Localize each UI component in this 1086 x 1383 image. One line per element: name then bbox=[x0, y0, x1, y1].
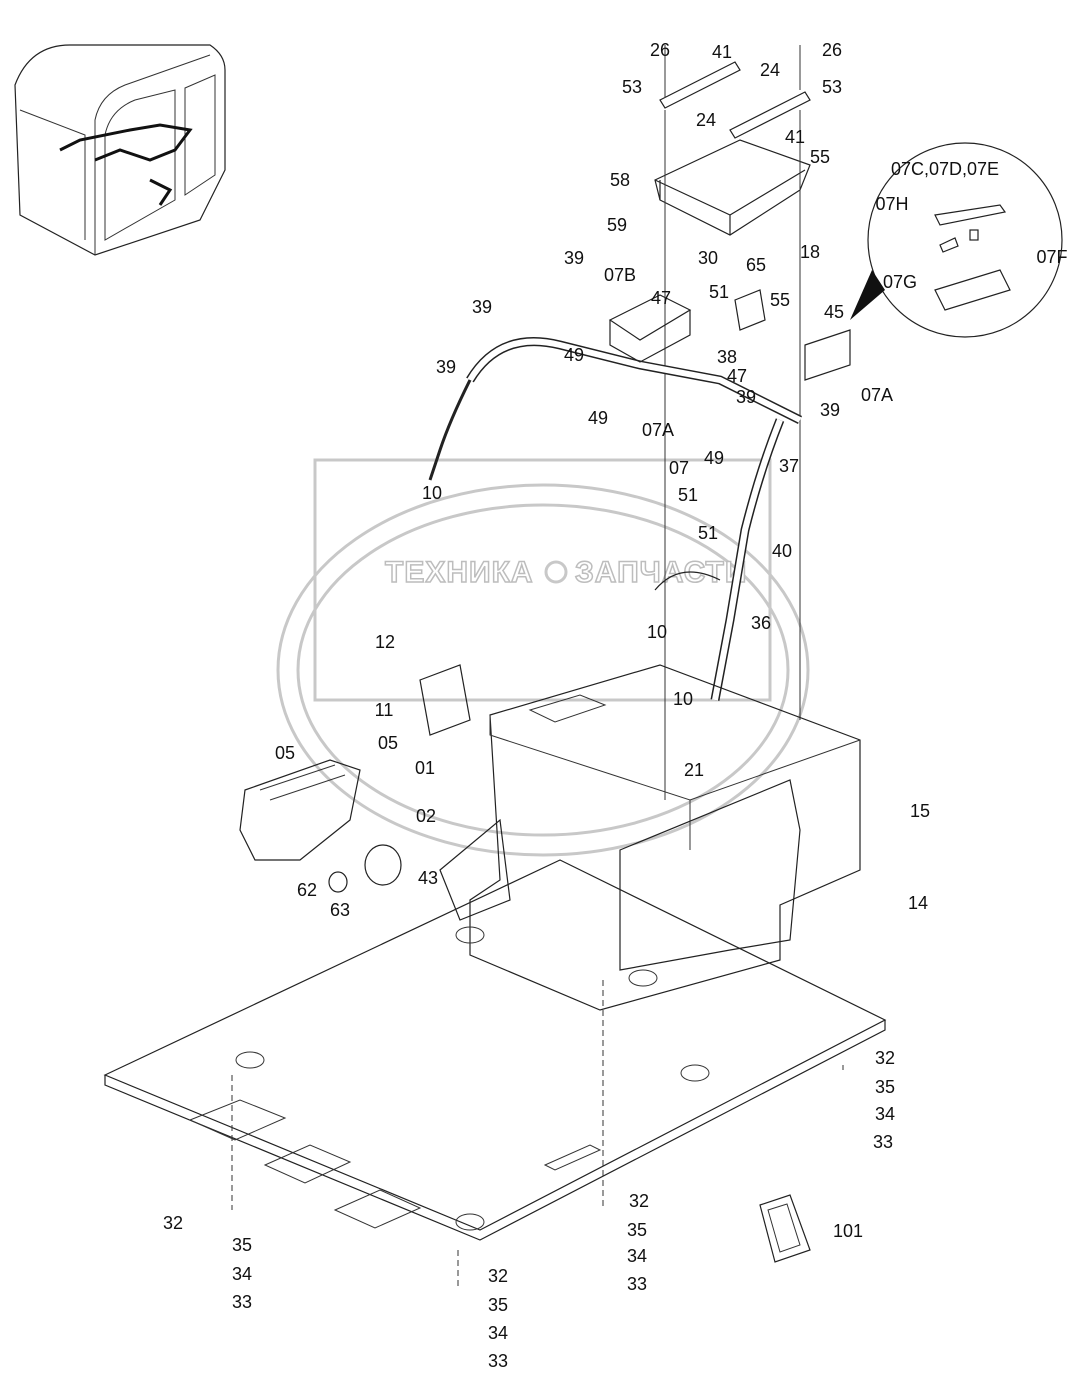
part-number-label: 49 bbox=[564, 345, 584, 365]
part-number-label: 32 bbox=[875, 1048, 895, 1068]
part-number-label: 14 bbox=[908, 893, 928, 913]
part-number-label: 10 bbox=[422, 483, 442, 503]
part-number-label: 43 bbox=[418, 868, 438, 888]
part-number-label: 39 bbox=[820, 400, 840, 420]
part-number-label: 36 bbox=[751, 613, 771, 633]
part-number-label: 24 bbox=[696, 110, 716, 130]
part-number-label: 02 bbox=[416, 806, 436, 826]
part-number-label: 07A bbox=[861, 385, 893, 405]
part-number-label: 101 bbox=[833, 1221, 863, 1241]
watermark: ТЕХНИКА ЗАПЧАСТИ bbox=[276, 458, 810, 857]
part-number-label: 35 bbox=[875, 1077, 895, 1097]
detail-part-label: 07H bbox=[875, 194, 908, 214]
part-number-label: 26 bbox=[822, 40, 842, 60]
part-number-label: 38 bbox=[717, 347, 737, 367]
part-number-label: 34 bbox=[488, 1323, 508, 1343]
part-number-label: 32 bbox=[629, 1191, 649, 1211]
part-number-label: 53 bbox=[622, 77, 642, 97]
part-number-label: 35 bbox=[627, 1220, 647, 1240]
part-number-label: 39 bbox=[564, 248, 584, 268]
part-number-label: 33 bbox=[627, 1274, 647, 1294]
part-number-label: 39 bbox=[736, 387, 756, 407]
part-number-label: 07A bbox=[642, 420, 674, 440]
part-number-label: 63 bbox=[330, 900, 350, 920]
wiring-harness bbox=[419, 289, 851, 736]
part-number-label: 40 bbox=[772, 541, 792, 561]
decal-101 bbox=[759, 1194, 811, 1263]
part-number-label: 05 bbox=[378, 733, 398, 753]
part-number-label: 07B bbox=[604, 265, 636, 285]
connector-detail bbox=[850, 142, 1063, 338]
part-number-label: 59 bbox=[607, 215, 627, 235]
floor-plate bbox=[103, 859, 887, 1290]
part-number-label: 32 bbox=[163, 1213, 183, 1233]
part-number-label: 35 bbox=[488, 1295, 508, 1315]
part-number-label: 51 bbox=[698, 523, 718, 543]
part-number-label: 47 bbox=[727, 366, 747, 386]
floor-frame bbox=[439, 664, 861, 1011]
part-number-label: 10 bbox=[647, 622, 667, 642]
part-number-label: 41 bbox=[785, 127, 805, 147]
part-number-label: 39 bbox=[472, 297, 492, 317]
part-number-label: 10 bbox=[673, 689, 693, 709]
part-number-label: 33 bbox=[873, 1132, 893, 1152]
part-number-label: 49 bbox=[704, 448, 724, 468]
part-number-label: 05 bbox=[275, 743, 295, 763]
part-number-label: 53 bbox=[822, 77, 842, 97]
part-number-label: 37 bbox=[779, 456, 799, 476]
part-number-label: 33 bbox=[232, 1292, 252, 1312]
switch-panel bbox=[239, 759, 402, 893]
part-number-label: 47 bbox=[651, 288, 671, 308]
part-number-label: 34 bbox=[627, 1246, 647, 1266]
watermark-right-text: ЗАПЧАСТИ bbox=[575, 556, 747, 589]
part-number-label: 41 bbox=[712, 42, 732, 62]
part-number-label: 65 bbox=[746, 255, 766, 275]
part-number-label: 26 bbox=[650, 40, 670, 60]
part-number-label: 45 bbox=[824, 302, 844, 322]
part-number-label: 01 bbox=[415, 758, 435, 778]
part-number-label: 55 bbox=[770, 290, 790, 310]
part-number-label: 32 bbox=[488, 1266, 508, 1286]
part-number-label: 51 bbox=[709, 282, 729, 302]
part-number-label: 12 bbox=[375, 632, 395, 652]
part-number-label: 11 bbox=[375, 700, 394, 720]
part-number-label: 39 bbox=[436, 357, 456, 377]
part-number-label: 35 bbox=[232, 1235, 252, 1255]
part-number-label: 30 bbox=[698, 248, 718, 268]
detail-part-label: 07C,07D,07E bbox=[891, 159, 999, 179]
part-number-label: 34 bbox=[875, 1104, 895, 1124]
part-number-label: 34 bbox=[232, 1264, 252, 1284]
cab-inset bbox=[14, 44, 226, 256]
detail-part-label: 07F bbox=[1036, 247, 1067, 267]
part-number-label: 33 bbox=[488, 1351, 508, 1371]
detail-part-label: 07G bbox=[883, 272, 917, 292]
part-number-label: 55 bbox=[810, 147, 830, 167]
part-number-label: 18 bbox=[800, 242, 820, 262]
part-number-label: 49 bbox=[588, 408, 608, 428]
part-number-label: 24 bbox=[760, 60, 780, 80]
gear-icon bbox=[544, 560, 568, 584]
part-number-label: 07 bbox=[669, 458, 689, 478]
part-number-label: 51 bbox=[678, 485, 698, 505]
part-number-label: 62 bbox=[297, 880, 317, 900]
part-number-label: 58 bbox=[610, 170, 630, 190]
watermark-left-text: ТЕХНИКА bbox=[385, 556, 534, 589]
part-number-label: 21 bbox=[684, 760, 704, 780]
part-number-label: 15 bbox=[910, 801, 930, 821]
